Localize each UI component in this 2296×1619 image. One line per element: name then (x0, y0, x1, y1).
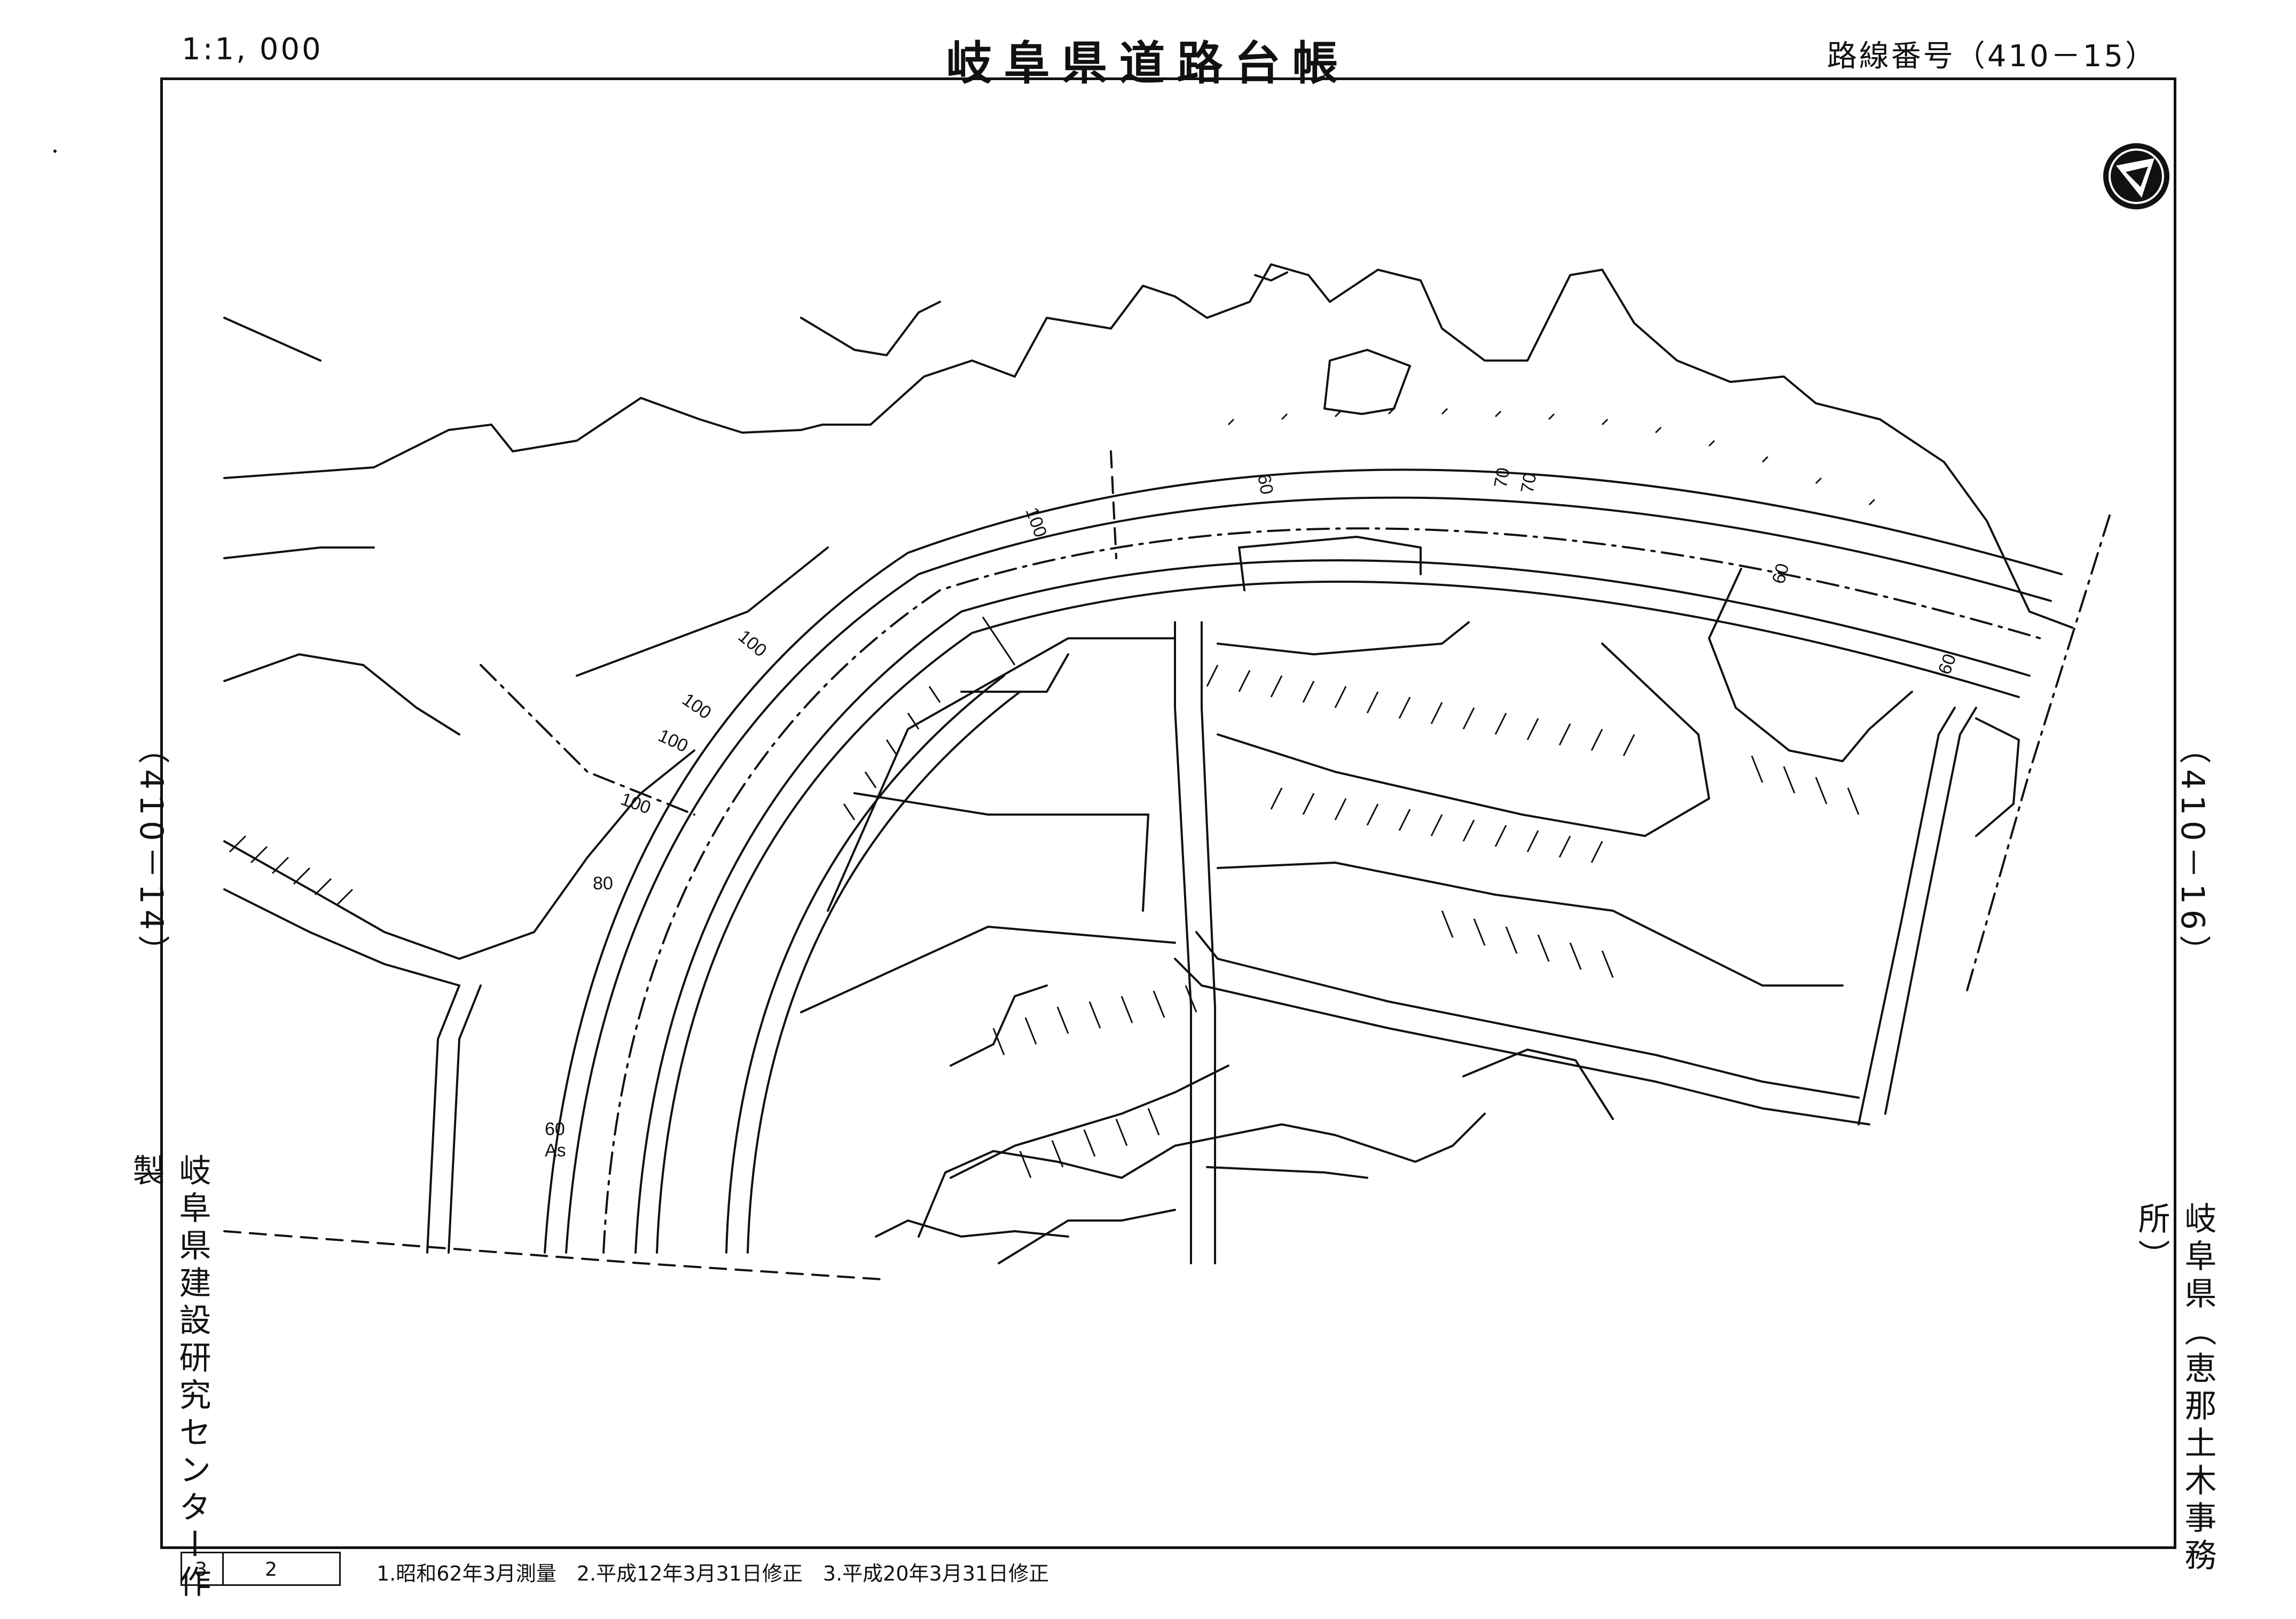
road-width-label: 70 (1490, 466, 1514, 490)
street-edge (1174, 958, 1870, 1125)
terrain-contour (918, 1113, 1486, 1238)
terrain-contour (1462, 1049, 1614, 1120)
slope-hatching (1227, 408, 1876, 506)
road-width-label: 60 (1253, 473, 1277, 496)
sheet-divider (222, 1553, 224, 1584)
pavement-label: As (545, 1140, 566, 1161)
slope-hatching (992, 985, 1197, 1055)
street-edge (1195, 931, 1860, 1099)
lot-block (1217, 643, 1710, 837)
maker-credit: 岐阜県建設研究センター作製 (127, 1154, 211, 1602)
route-number: 路線番号（410－15） (1827, 39, 2157, 74)
side-road-edge (747, 691, 1021, 1254)
sheet-sub: 2 (265, 1559, 277, 1581)
lot-block (1217, 621, 1470, 655)
sheet-main: 3 (195, 1559, 207, 1581)
terrain-contour (1254, 271, 1288, 281)
street-edge (1201, 621, 1216, 1264)
road-width-label: 70 (1517, 472, 1540, 495)
sheet-number-box: 3 2 (181, 1552, 341, 1586)
road-width-label: 100 (655, 725, 691, 756)
scale-label: 1:1, 000 (182, 32, 323, 67)
lot-block (1708, 568, 1913, 762)
north-arrow-icon (2103, 143, 2169, 209)
lot-block (576, 546, 829, 677)
secondary-road-edge (448, 984, 482, 1254)
lot-block (998, 1209, 1176, 1264)
map-frame (160, 77, 2176, 1549)
slope-hatching (1270, 787, 1603, 863)
lot-block (1217, 862, 1844, 987)
lot-block (1975, 717, 2020, 837)
slope-hatching (229, 835, 354, 906)
secondary-road-edge (426, 984, 460, 1254)
slope-hatching (1019, 1108, 1160, 1178)
road-width-label: 60 (545, 1119, 565, 1139)
secondary-road-edge (223, 888, 460, 987)
adjacent-sheet-left[interactable]: （410－14） (132, 732, 170, 973)
road-width-label: 80 (593, 873, 613, 894)
lot-block (853, 792, 1149, 912)
lot-block (800, 926, 1176, 1013)
boundary-line (1110, 450, 1117, 559)
terrain-contour (950, 984, 1048, 1067)
boundary-line (480, 664, 695, 816)
slope-hatching (1441, 910, 1614, 978)
terrain-contour (1323, 349, 1411, 415)
terrain-contour (223, 653, 460, 736)
boundary-line (223, 1230, 882, 1280)
side-road-edge (725, 675, 1005, 1254)
lot-block (1238, 536, 1422, 591)
road-map: 100 100 100 100 100 80 60 As 60 70 70 60… (223, 143, 2169, 1280)
road-width-label: 60 (1768, 561, 1793, 586)
stray-mark (53, 150, 57, 153)
terrain-contour (800, 301, 941, 356)
adjacent-sheet-right[interactable]: （410－16） (2174, 732, 2211, 973)
street-edge (1858, 707, 1956, 1125)
slope-hatching (843, 616, 1016, 820)
secondary-road-edge (223, 749, 695, 960)
road-width-label: 100 (734, 626, 771, 661)
page-title: 岐阜県道路台帳 (946, 37, 1350, 90)
office-credit: 岐阜県（恵那土木事務所） (2133, 1202, 2216, 1576)
slope-hatching (1206, 664, 1635, 756)
road-width-label: 100 (678, 689, 715, 723)
slope-hatching (1751, 755, 1860, 815)
main-road-edge (544, 468, 2063, 1254)
revision-notes: 1.昭和62年3月測量 2.平成12年3月31日修正 3.平成20年3月31日修… (377, 1562, 1049, 1585)
main-road-centerline (602, 527, 2041, 1254)
lot-block (960, 653, 1069, 693)
terrain-contour (1206, 1166, 1368, 1179)
terrain-contour (223, 263, 2073, 629)
secondary-road-edge (223, 317, 322, 362)
street-edge (1884, 707, 1977, 1115)
lot-block (950, 1065, 1229, 1179)
main-road-edge (656, 581, 2020, 1254)
terrain-contour (875, 1219, 1069, 1238)
boundary-line (1964, 514, 2111, 997)
main-road-edge (634, 559, 2031, 1254)
lot-block (827, 637, 1176, 912)
street-edge (1174, 621, 1192, 1264)
terrain-contour (223, 546, 375, 559)
main-road-edge (565, 496, 2052, 1254)
